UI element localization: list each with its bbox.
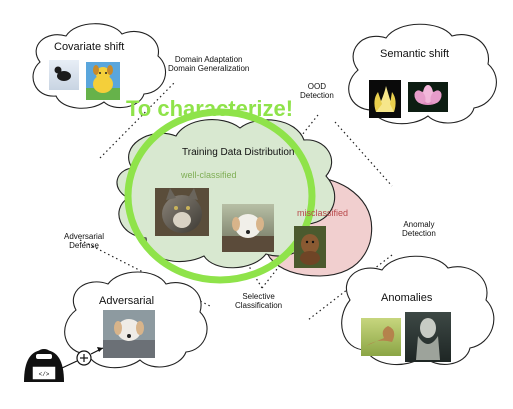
covariate-shift-title: Covariate shift (54, 41, 125, 53)
adversarial-dog-image (103, 310, 155, 358)
ood-label-line2: Detection (300, 91, 334, 101)
ghost-image (405, 312, 451, 362)
connector-ood-line (281, 114, 319, 161)
lotus-image (408, 82, 448, 112)
connector-semantic-line (334, 121, 393, 187)
banana-image (369, 80, 401, 118)
dog-image (222, 204, 274, 252)
snail-image (361, 318, 401, 356)
headline: To characterize! (126, 96, 294, 121)
selective-label: Selective Classification (235, 292, 282, 310)
anomaly-detection-line1: Anomaly (403, 220, 435, 229)
hacker-arrow-line (61, 360, 78, 369)
domain-label-line2: Domain Generalization (168, 64, 250, 74)
anomaly-detection-label: Anomaly Detection (402, 220, 436, 238)
adv-defense-line1: Adversarial (64, 232, 105, 241)
selective-line1: Selective (242, 292, 275, 301)
snow-dog-image (49, 60, 79, 90)
misclassified-dog-image (294, 226, 326, 268)
anomaly-detection-line2: Detection (402, 229, 436, 239)
ood-label-line1: OOD (307, 82, 327, 91)
svg-text:</>: </> (39, 371, 50, 378)
adv-defense-line2: Defense (69, 241, 99, 251)
adversarial-title: Adversarial (99, 295, 155, 307)
plus-icon (76, 350, 92, 366)
anomalies-title: Anomalies (381, 292, 433, 304)
adv-defense-label: Adversarial Defense (64, 232, 104, 250)
cartoon-dog-image (86, 62, 120, 100)
connector-selective-line-a (237, 247, 263, 289)
cat-image (155, 188, 209, 236)
domain-label-line1: Domain Adaptation (174, 55, 243, 64)
semantic-shift-title: Semantic shift (380, 48, 450, 60)
well-classified-label: well-classified (181, 170, 237, 180)
hacker-icon: </> (24, 349, 64, 382)
training-title: Training Data Distribution (182, 147, 295, 158)
misclassified-label: misclassified (297, 208, 349, 218)
arrow-head-icon (97, 347, 103, 352)
selective-line2: Classification (235, 301, 283, 311)
domain-label: Domain Adaptation Domain Generalization (168, 55, 249, 73)
highlight-ring (124, 108, 316, 284)
connector-selective-line-b (261, 239, 301, 289)
ood-label: OOD Detection (300, 82, 334, 100)
